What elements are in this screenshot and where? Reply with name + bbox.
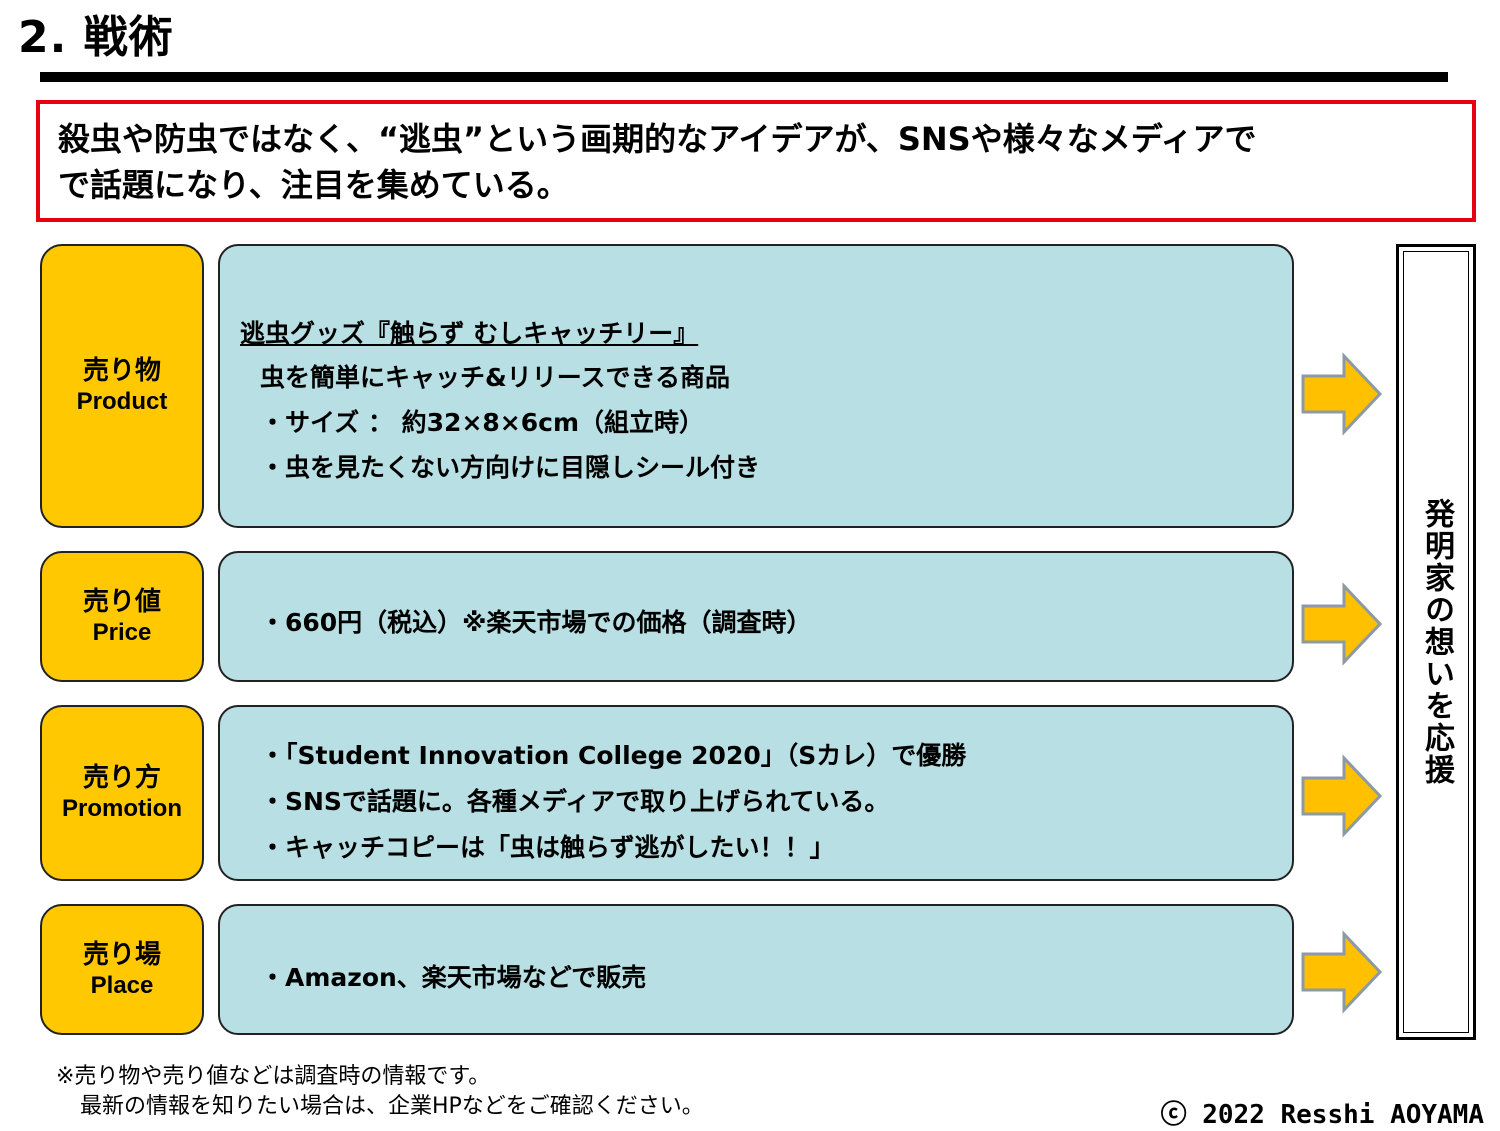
price-label-en: Price (92, 618, 152, 646)
place-arrow-icon (1301, 930, 1383, 1014)
product-content-box: 逃虫グッズ『触らず むしキャッチリー』 虫を簡単にキャッチ&リリースできる商品 … (218, 244, 1294, 528)
footnote-line-2: 最新の情報を知りたい場合は、企業HPなどをご確認ください。 (80, 1094, 704, 1119)
place-text: ・Amazon、楽天市場などで販売 (260, 963, 647, 992)
promotion-content-box: ・「Student Innovation College 2020」（Sカレ）で… (218, 705, 1294, 881)
headline-box: 殺虫や防虫ではなく、“逃虫”という画期的なアイデアが、SNSや様々なメディアで … (36, 100, 1476, 222)
product-arrow-icon (1301, 352, 1383, 436)
promotion-catchcopy: ・キャッチコピーは「虫は触らず逃がしたい！！」 (260, 833, 835, 862)
product-size: ・サイズ ： 約32×8×6cm（組立時） (260, 408, 705, 437)
product-feature: ・虫を見たくない方向けに目隠しシール付き (260, 453, 761, 482)
page-title: 2. 戦術 (18, 12, 174, 63)
place-label-box: 売り場 Place (40, 904, 204, 1035)
product-label-en: Product (76, 388, 168, 415)
headline-line-2: で話題になり、注目を集めている。 (58, 166, 569, 204)
promotion-arrow-icon (1301, 754, 1383, 838)
promotion-label-box: 売り方 Promotion (40, 705, 204, 881)
promotion-label-jp: 売り方 (82, 763, 161, 793)
headline-line-1: 殺虫や防虫ではなく、“逃虫”という画期的なアイデアが、SNSや様々なメディアで (58, 120, 1257, 158)
place-label-jp: 売り場 (82, 939, 161, 970)
copyright-text: ⓒ 2022 Resshi AOYAMA (1160, 1100, 1484, 1130)
price-arrow-icon (1301, 582, 1383, 666)
promotion-award: ・「Student Innovation College 2020」（Sカレ）で… (260, 741, 967, 770)
price-label-box: 売り値 Price (40, 551, 204, 682)
title-divider (40, 72, 1448, 82)
product-label-jp: 売り物 (82, 356, 161, 386)
promotion-label-en: Promotion (62, 795, 182, 822)
product-name: 逃虫グッズ『触らず むしキャッチリー』 (240, 319, 699, 348)
price-label-jp: 売り値 (82, 586, 161, 617)
side-label-inner: 発明家の想いを応援 (1403, 251, 1469, 1033)
footnote: ※売り物や売り値などは調査時の情報です。 最新の情報を知りたい場合は、企業HPな… (56, 1062, 704, 1122)
headline-text: 殺虫や防虫ではなく、“逃虫”という画期的なアイデアが、SNSや様々なメディアで … (58, 116, 1458, 208)
place-label-en: Place (90, 971, 154, 999)
side-label-text: 発明家の想いを応援 (1419, 498, 1454, 786)
place-content-box: ・Amazon、楽天市場などで販売 (218, 904, 1294, 1035)
price-content-box: ・660円（税込）※楽天市場での価格（調査時） (218, 551, 1294, 682)
price-text: ・660円（税込）※楽天市場での価格（調査時） (260, 608, 812, 637)
product-description: 虫を簡単にキャッチ&リリースできる商品 (260, 363, 731, 392)
product-label-box: 売り物 Product (40, 244, 204, 528)
side-label-box: 発明家の想いを応援 (1396, 244, 1476, 1040)
footnote-line-1: ※売り物や売り値などは調査時の情報です。 (56, 1064, 491, 1089)
promotion-media: ・SNSで話題に。各種メディアで取り上げられている。 (260, 787, 890, 816)
